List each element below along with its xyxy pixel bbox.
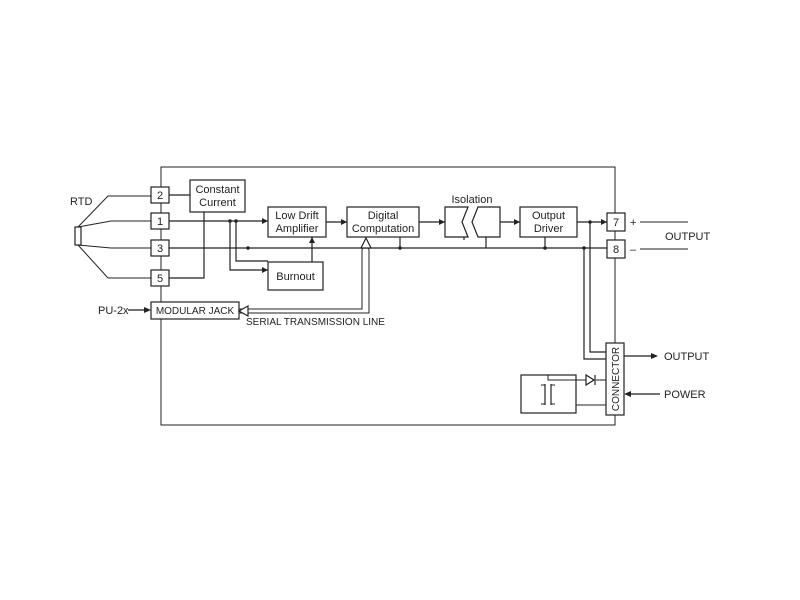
rtd-lead-bot-a (77, 244, 151, 249)
terminal-7-label: 7 (613, 217, 619, 229)
modular-jack-label: MODULAR JACK (156, 306, 235, 317)
junction-3 (246, 246, 250, 250)
digital-label-2: Computation (352, 223, 414, 235)
terminal-7 (606, 212, 626, 232)
output-driver-label-2: Driver (534, 223, 564, 235)
wire-to-burnout-a (229, 221, 268, 271)
terminal-3-label: 3 (157, 243, 163, 255)
arrow-to-t7 (601, 219, 607, 225)
power-label: POWER (664, 389, 706, 401)
diode-wire (547, 375, 586, 381)
wire-plus-to-connector (589, 222, 606, 353)
burnout-block (267, 261, 324, 291)
constant-current-block (189, 179, 246, 213)
low-drift-label-2: Amplifier (276, 223, 319, 235)
serial-line-label: SERIAL TRANSMISSION LINE (246, 317, 385, 328)
wire-minus-to-connector (583, 248, 606, 360)
output-driver-block (519, 206, 578, 238)
diode-icon (585, 373, 596, 387)
low-drift-label-1: Low Drift (275, 210, 318, 222)
rtd-lead-bot-b (77, 244, 151, 279)
terminal-8 (606, 239, 626, 259)
power-supply-block (520, 374, 577, 414)
burnout-label: Burnout (276, 271, 315, 283)
minus-sign: – (630, 244, 637, 256)
arrow-to-amplifier (262, 218, 268, 224)
pu2x-arrow (144, 307, 151, 313)
terminal-1-label: 1 (157, 216, 163, 228)
connector-label: CONNECTOR (611, 347, 622, 411)
arrow-to-digital (341, 219, 347, 225)
digital-computation-block (346, 206, 420, 238)
arrow-burnout-in (262, 267, 268, 273)
connector-output-label: OUTPUT (664, 351, 710, 363)
rtd-lead-top-a (77, 195, 151, 228)
rtd-label: RTD (70, 196, 92, 208)
isolation-barrier-left (444, 206, 469, 238)
terminal-8-label: 8 (613, 244, 619, 256)
arrow-to-driver (514, 219, 520, 225)
arrow-to-isolation (439, 219, 445, 225)
output-driver-label-1: Output (532, 210, 565, 222)
pu2x-label: PU-2x (98, 305, 129, 317)
rtd-lead-top-b (77, 220, 151, 228)
enclosure (160, 166, 616, 426)
wire-cc-t5 (169, 212, 205, 279)
rtd-resistor (74, 226, 82, 246)
terminal-5-label: 5 (157, 273, 163, 285)
wire-to-burnout-b (235, 221, 268, 262)
isolation-label: Isolation (452, 194, 493, 206)
plus-sign: + (630, 217, 636, 229)
serial-arrow-up (360, 236, 372, 249)
power-input-arrow (624, 391, 631, 397)
arrow-burnout-up (309, 237, 315, 243)
isolation-barrier-right (471, 206, 501, 238)
connector-block (605, 342, 625, 416)
connector-output-arrow (651, 353, 658, 359)
serial-arrow-left (237, 304, 249, 318)
constant-current-label-2: Current (199, 197, 236, 209)
output-main-label: OUTPUT (665, 231, 711, 243)
digital-label-1: Digital (368, 210, 399, 222)
low-drift-amplifier-block (267, 206, 327, 238)
terminal-2-label: 2 (157, 190, 163, 202)
constant-current-label-1: Constant (195, 184, 239, 196)
